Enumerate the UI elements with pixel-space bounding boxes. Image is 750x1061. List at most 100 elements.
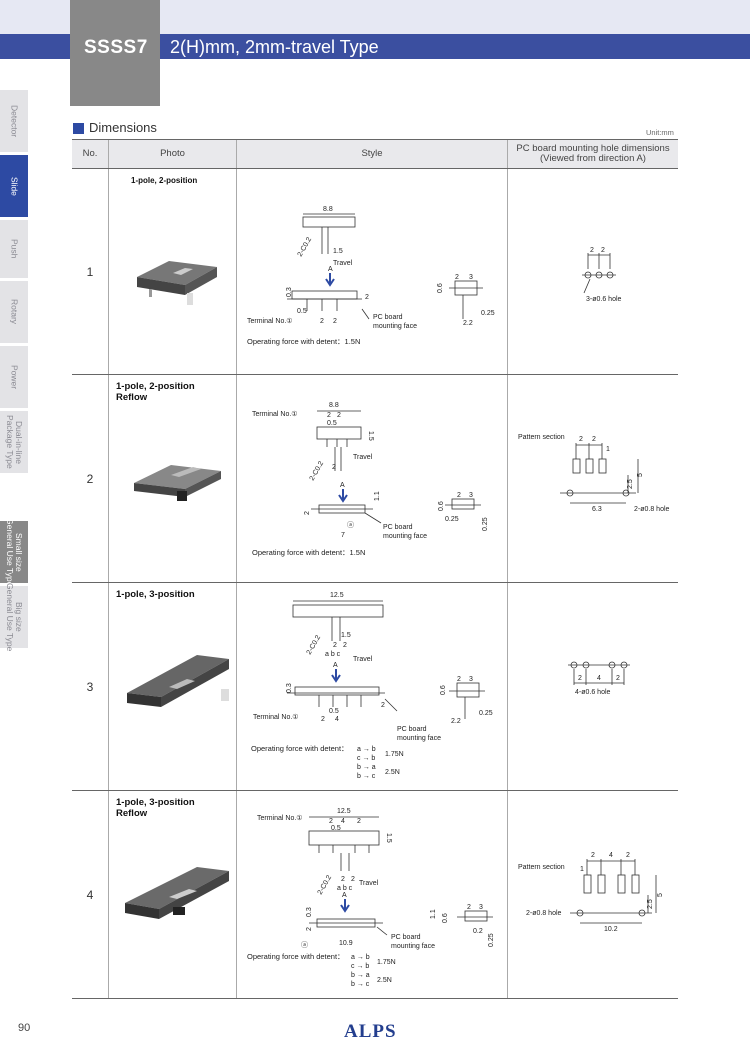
style-drawing: 12.5 2-C0.2 1.5 2 2 a b c Travel A 0.3 0…	[251, 592, 493, 780]
side-tab-slide[interactable]: Slide	[0, 155, 28, 217]
header-photo: Photo	[108, 139, 237, 169]
dim-label: 0.6	[440, 685, 447, 695]
terminal-label: Terminal No.①	[252, 410, 298, 418]
dim-label: 0.25	[481, 310, 495, 317]
force-direction: c → b	[351, 963, 369, 970]
dim-label: 2	[337, 412, 341, 419]
dim-label: 2-C0.2	[309, 460, 326, 482]
dim-label: 0.25	[445, 516, 459, 523]
dim-label: 5	[637, 473, 644, 477]
dim-label: 2	[304, 511, 311, 515]
dimensions-table: No. Photo Style PC board mounting hole d…	[72, 139, 678, 999]
dim-label: 2.2	[451, 718, 461, 725]
pattern-label: Pattern section	[518, 434, 565, 441]
dim-label: a b c	[325, 651, 341, 658]
side-tab-detector[interactable]: Detector	[0, 90, 28, 152]
side-tab-push[interactable]: Push	[0, 220, 28, 278]
dim-label: 0.3	[286, 287, 293, 297]
dim-label: 2	[329, 818, 333, 825]
dim-label: 1.5	[367, 431, 374, 441]
style-drawing-cell: 12.5 Terminal No.① 2 4 2 0.5 1.5 2-C0.2 …	[236, 790, 508, 999]
pcb-label: PC board	[397, 726, 427, 733]
dim-label: 2	[626, 852, 630, 859]
force-direction: b → a	[351, 972, 370, 979]
switch-photo	[125, 867, 229, 919]
hole-drawing-cell: 2 2 3-ø0.6 hole	[507, 168, 678, 375]
dim-label: 1.1	[430, 909, 437, 919]
direction-a-label: A	[328, 266, 333, 273]
row-number: 4	[72, 790, 109, 999]
row-number: 3	[72, 582, 109, 791]
dim-label: 0.25	[488, 933, 495, 947]
side-tab-rotary[interactable]: Rotary	[0, 281, 28, 343]
dim-label: 1.5	[333, 248, 343, 255]
pcb-label: PC board	[373, 314, 403, 321]
dim-label: 2.5	[627, 479, 634, 489]
pcb-label: mounting face	[383, 533, 427, 540]
force-value: 2.5N	[385, 769, 400, 776]
unit-label: Unit:mm	[646, 128, 674, 137]
dim-label: 6.3	[592, 506, 602, 513]
dim-label: 2	[592, 436, 596, 443]
hole-note: 2-ø0.8 hole	[634, 506, 670, 513]
style-drawing-cell: 8.8 Terminal No.① 2 2 0.5 1.5 2-C0.2 2 T…	[236, 374, 508, 583]
switch-photo	[134, 465, 221, 501]
section-title: Dimensions	[89, 120, 157, 135]
dim-label: 0.6	[437, 283, 444, 293]
hole-drawing: 2 2 3-ø0.6 hole	[582, 247, 622, 303]
force-value: 1.75N	[385, 751, 404, 758]
dim-label: 0.25	[479, 710, 493, 717]
dim-label: 2	[578, 675, 582, 682]
side-tab-power[interactable]: Power	[0, 346, 28, 408]
dim-label: 0.5	[329, 708, 339, 715]
side-tab-big-size[interactable]: Big size General Use Type	[0, 583, 28, 651]
dim-label: 2	[333, 642, 337, 649]
row-number: 2	[72, 374, 109, 583]
dim-label: 1.5	[385, 833, 392, 843]
hole-drawing: Pattern section 2 2 1 5 2.5 6.3 2-ø0.8 h…	[518, 434, 670, 513]
dim-label: 2	[327, 412, 331, 419]
operating-force: Operating force with detent：	[251, 744, 349, 753]
photo-cell: 1-pole, 2-position	[108, 168, 237, 375]
header-style: Style	[236, 139, 508, 169]
force-direction: b → c	[351, 981, 370, 988]
dim-label: 1	[606, 446, 610, 453]
travel-label: Travel	[353, 454, 373, 461]
dim-label: 2	[467, 904, 471, 911]
series-name: SSSS7	[84, 37, 148, 58]
dim-label: 7	[341, 532, 345, 539]
dim-label: 3	[469, 676, 473, 683]
hole-note: 4-ø0.6 hole	[575, 689, 611, 696]
operating-force: Operating force with detent：1.5N	[252, 548, 365, 557]
dim-label: 2	[332, 464, 336, 471]
dim-label: ⓐ	[347, 521, 354, 529]
table-header-row: No. Photo Style PC board mounting hole d…	[72, 139, 678, 169]
dim-label: 2	[579, 436, 583, 443]
pcb-label: mounting face	[391, 943, 435, 950]
side-tab-dil[interactable]: Dual-in-line Package Type	[0, 411, 28, 473]
dim-label: 0.2	[473, 928, 483, 935]
dim-label: 2	[351, 876, 355, 883]
dim-label: 2	[333, 318, 337, 325]
page-number: 90	[18, 1022, 31, 1034]
dim-label: 2	[320, 318, 324, 325]
dim-label: 2	[343, 642, 347, 649]
style-drawing-cell: 12.5 2-C0.2 1.5 2 2 a b c Travel A 0.3 0…	[236, 582, 508, 791]
dim-label: 5	[657, 893, 664, 897]
header-hole-dimensions: PC board mounting hole dimensions(Viewed…	[507, 139, 678, 169]
dim-label: 2	[455, 274, 459, 281]
photo-title: 1-pole, 3-position	[116, 589, 195, 600]
style-drawing: 12.5 Terminal No.① 2 4 2 0.5 1.5 2-C0.2 …	[247, 808, 495, 988]
hole-drawing-cell: Pattern section 2 2 1 5 2.5 6.3 2-ø0.8 h…	[507, 374, 678, 583]
dim-label: 4	[341, 818, 345, 825]
dim-label: 2	[591, 852, 595, 859]
direction-a-label: A	[333, 662, 338, 669]
dim-label: 0.6	[442, 913, 449, 923]
dim-label: 12.5	[330, 592, 344, 599]
force-direction: b → c	[357, 773, 376, 780]
row-number: 1	[72, 168, 109, 375]
side-tab-small-size[interactable]: Small size General Use Type	[0, 518, 28, 586]
